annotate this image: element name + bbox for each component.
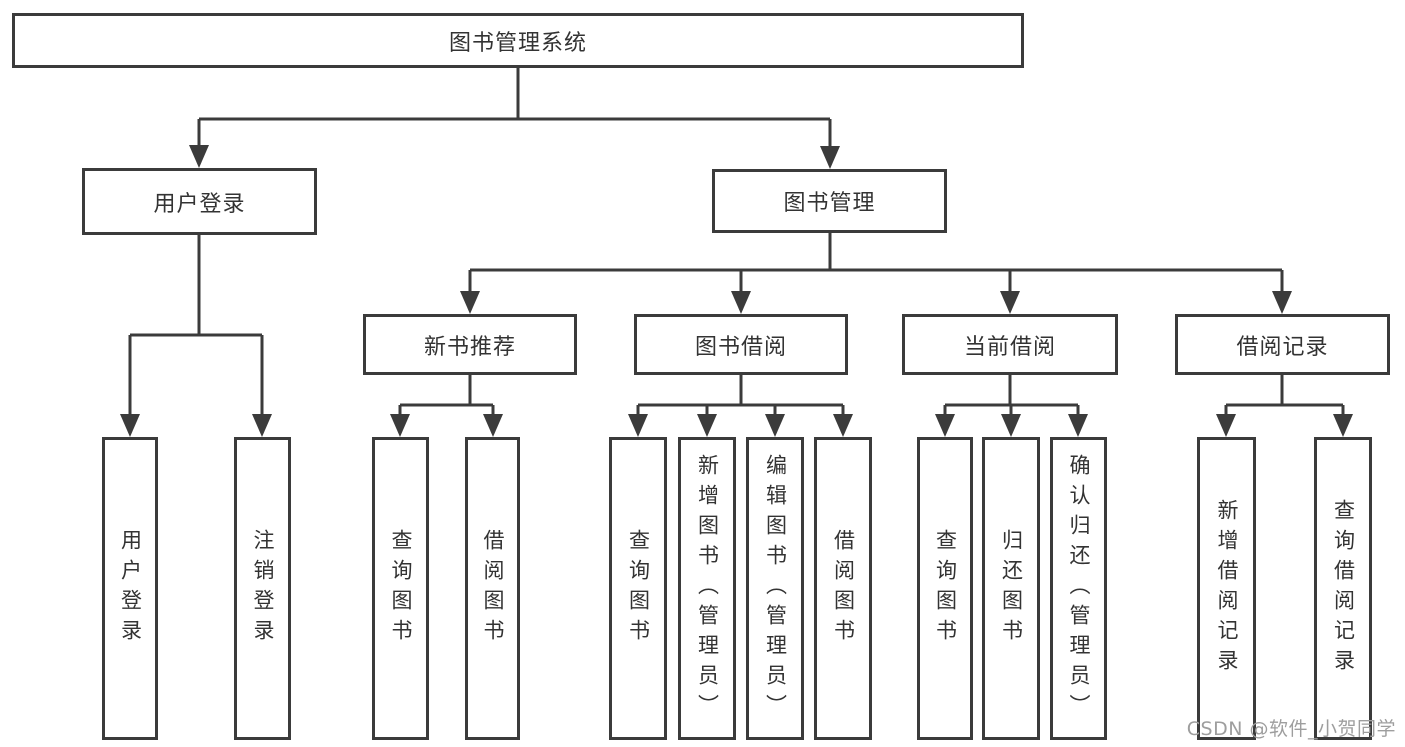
leaf-confirm-return-admin: 确认归还（管理员） [1050, 437, 1107, 740]
group-book-borrow: 图书借阅 [634, 314, 848, 375]
leaf-return-books: 归还图书 [982, 437, 1040, 740]
leaf-add-books-admin: 新增图书（管理员） [678, 437, 736, 740]
arrowhead-icons [120, 145, 1353, 437]
leaf-query-books-current: 查询图书 [917, 437, 973, 740]
csdn-watermark: CSDN @软件_小贺同学 [1186, 718, 1396, 740]
branch-user-login: 用户登录 [82, 168, 317, 235]
group-new-book-recommend: 新书推荐 [363, 314, 577, 375]
root-node-library-system: 图书管理系统 [12, 13, 1024, 68]
leaf-add-borrow-record: 新增借阅记录 [1197, 437, 1256, 740]
group-borrow-record: 借阅记录 [1175, 314, 1390, 375]
leaf-query-books-borrow: 查询图书 [609, 437, 667, 740]
leaf-logout: 注销登录 [234, 437, 291, 740]
leaf-borrow-books-recommend: 借阅图书 [465, 437, 520, 740]
group-current-borrow: 当前借阅 [902, 314, 1118, 375]
leaf-edit-books-admin: 编辑图书（管理员） [746, 437, 804, 740]
leaf-query-borrow-record: 查询借阅记录 [1314, 437, 1372, 740]
leaf-borrow-books: 借阅图书 [814, 437, 872, 740]
leaf-query-books-recommend: 查询图书 [372, 437, 429, 740]
branch-book-management: 图书管理 [712, 169, 947, 233]
leaf-user-login: 用户登录 [102, 437, 158, 740]
